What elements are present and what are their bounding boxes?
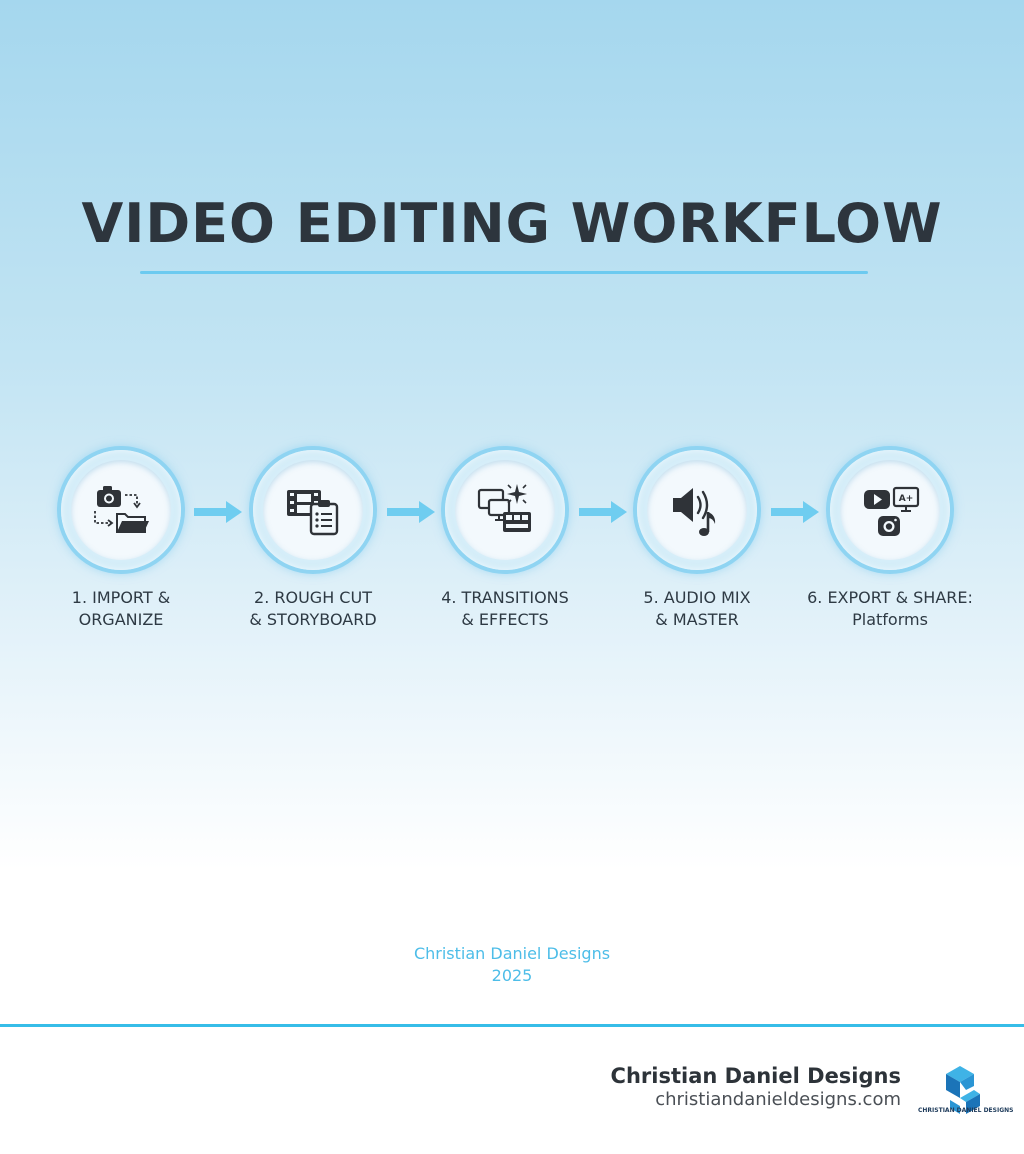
workflow-step-audio-mix: 5. AUDIO MIX& MASTER bbox=[597, 450, 797, 650]
footer-brand-name: Christian Daniel Designs bbox=[610, 1064, 901, 1088]
filmstrip-clipboard-icon bbox=[287, 490, 339, 536]
title-underline bbox=[140, 271, 868, 274]
footer-divider bbox=[0, 1024, 1024, 1027]
step-label: 1. IMPORT &ORGANIZE bbox=[71, 588, 171, 629]
screens-sparkle-icon bbox=[477, 484, 531, 532]
logo-wordmark: CHRISTIAN DANIEL DESIGNS bbox=[918, 1107, 1014, 1114]
credit-year: 2025 bbox=[491, 966, 533, 985]
workflow-step-rough-cut: 2. ROUGH CUT& STORYBOARD bbox=[213, 450, 413, 650]
step-circle bbox=[61, 450, 181, 570]
platforms-share-icon: A+ bbox=[864, 486, 920, 536]
flow-arrow bbox=[771, 501, 819, 523]
step-label: 2. ROUGH CUT& STORYBOARD bbox=[249, 588, 377, 629]
step-label: 5. AUDIO MIX& MASTER bbox=[643, 588, 751, 629]
step-label: 4. TRANSITIONS& EFFECTS bbox=[441, 588, 569, 629]
flow-arrow bbox=[387, 501, 435, 523]
step-label: 6. EXPORT & SHARE:Platforms bbox=[807, 588, 973, 629]
step-circle bbox=[445, 450, 565, 570]
brand-logo-icon bbox=[946, 1066, 980, 1114]
step-circle: A+ bbox=[830, 450, 950, 570]
workflow-step-transitions: 4. TRANSITIONS& EFFECTS bbox=[405, 450, 605, 650]
speaker-music-icon bbox=[673, 488, 716, 536]
flow-arrow bbox=[579, 501, 627, 523]
credit-name: Christian Daniel Designs bbox=[413, 944, 611, 963]
step-circle bbox=[637, 450, 757, 570]
camera-folder-icon bbox=[94, 486, 149, 533]
workflow-step-export: A+ 6. EXPORT & SHARE:Platforms bbox=[790, 450, 990, 650]
svg-text:A+: A+ bbox=[899, 494, 914, 504]
step-circle bbox=[253, 450, 373, 570]
workflow-step-import: 1. IMPORT &ORGANIZE bbox=[21, 450, 221, 650]
footer-url[interactable]: christiandanieldesigns.com bbox=[655, 1089, 901, 1110]
flow-arrow bbox=[194, 501, 242, 523]
page-title: VIDEO EDITING WORKFLOW bbox=[81, 192, 943, 255]
